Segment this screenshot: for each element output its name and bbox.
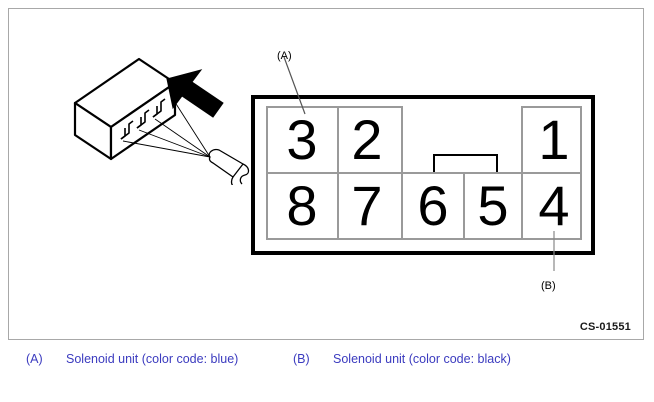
pin-cell-6-label: 6 (417, 174, 448, 237)
legend-text-b: Solenoid unit (color code: black) (333, 352, 511, 366)
legend-key-b: (B) (293, 352, 310, 366)
connector-housing-icon (73, 57, 250, 187)
callout-label-a: (A) (277, 50, 292, 62)
pin-cell-6 (401, 172, 465, 240)
pin-cell-7 (337, 172, 403, 240)
callout-label-b: (B) (541, 280, 556, 292)
pin-cell-2 (337, 106, 403, 174)
pin-cell-5 (463, 172, 523, 240)
figure-legend: (A) Solenoid unit (color code: blue) (B)… (8, 348, 644, 398)
connector-pin-layout: 3 2 1 8 7 6 5 4 (245, 89, 601, 261)
legend-text-a: Solenoid unit (color code: blue) (66, 352, 239, 366)
pin-cell-5-label: 5 (477, 174, 508, 237)
connector-illustration (47, 35, 257, 187)
figure-reference-code: CS-01551 (579, 321, 631, 333)
keying-notch (433, 154, 498, 173)
legend-key-a: (A) (26, 352, 43, 366)
figure-frame: 3 2 1 8 7 6 5 4 (8, 8, 644, 340)
pin-cell-1-label: 1 (538, 108, 569, 171)
legend-entry-a: (A) Solenoid unit (color code: blue) (26, 348, 286, 370)
arrow-up-left-icon (166, 69, 224, 118)
pin-cell-4 (521, 172, 582, 240)
pin-cell-8-label: 8 (286, 174, 317, 237)
pin-cell-7-label: 7 (351, 174, 382, 237)
pin-cell-4-label: 4 (538, 174, 569, 237)
pin-cell-3-label: 3 (286, 108, 317, 171)
pin-cell-2-label: 2 (351, 108, 382, 171)
pin-cell-1 (521, 106, 582, 174)
legend-entry-b: (B) Solenoid unit (color code: black) (293, 348, 553, 370)
